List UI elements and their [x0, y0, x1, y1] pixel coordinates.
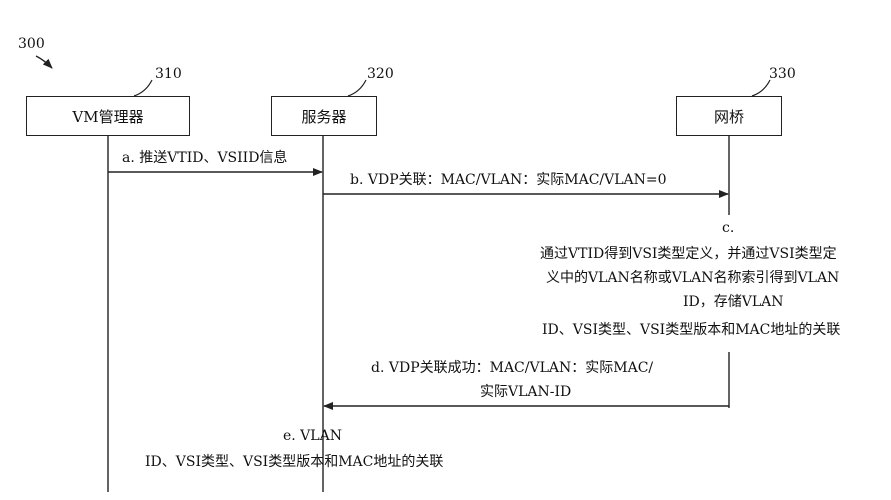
step-c-line-4: ID、VSI类型、VSI类型版本和MAC地址的关联 [542, 322, 841, 338]
step-c-marker: c. [722, 220, 735, 236]
figure-pointer-arrow [35, 55, 53, 69]
ref-number-320: 320 [367, 66, 394, 82]
step-c-line-3: ID，存储VLAN [683, 294, 784, 310]
ref-leader-320 [347, 79, 367, 97]
ref-number-330: 330 [769, 66, 796, 82]
step-c-line-2: 义中的VLAN名称或VLAN名称索引得到VLAN [546, 270, 840, 286]
message-a-label: a. 推送VTID、VSIID信息 [122, 150, 288, 166]
ref-leader-330 [751, 79, 771, 97]
ref-number-310: 310 [155, 66, 182, 82]
message-d-line-1: d. VDP关联成功：MAC/VLAN：实际MAC/ [371, 360, 654, 376]
participant-server-label: 服务器 [301, 107, 347, 126]
step-e-line-1: e. VLAN [283, 428, 342, 444]
step-e-line-2: ID、VSI类型、VSI类型版本和MAC地址的关联 [145, 454, 444, 470]
participant-bridge-label: 网桥 [713, 107, 744, 126]
step-c-line-1: 通过VTID得到VSI类型定义，并通过VSI类型定 [540, 246, 837, 262]
message-b-label: b. VDP关联：MAC/VLAN：实际MAC/VLAN=0 [350, 172, 667, 188]
message-d-line-2: 实际VLAN-ID [480, 384, 572, 400]
participant-vm-manager-label: VM管理器 [72, 107, 144, 126]
figure-number: 300 [18, 36, 45, 52]
participant-bridge: 网桥 [676, 96, 782, 136]
participant-vm-manager: VM管理器 [26, 96, 190, 136]
ref-leader-310 [133, 79, 153, 97]
participant-server: 服务器 [271, 96, 377, 136]
